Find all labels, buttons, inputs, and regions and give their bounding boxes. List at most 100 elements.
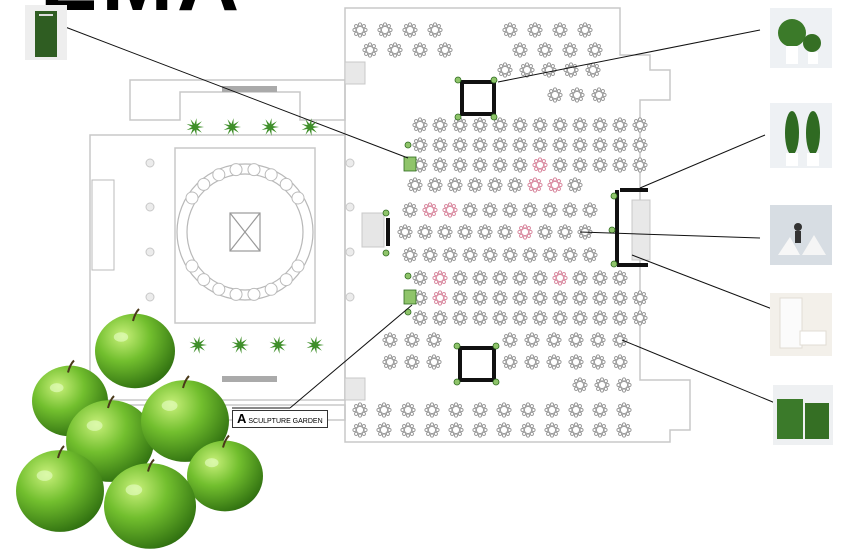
leader-lines [59,24,781,409]
thumb-topiary-cones [770,103,832,168]
round-table [424,402,440,418]
round-table [612,117,628,133]
round-table [496,402,512,418]
round-table [572,117,588,133]
round-table [432,157,448,173]
chair [291,191,305,205]
round-table [492,290,508,306]
round-table [532,290,548,306]
chair [279,177,293,191]
round-table [432,290,448,306]
lounge-chairs-icon [770,205,832,265]
round-table [527,22,543,38]
topiary-balls-icon [770,8,832,68]
round-table [497,224,513,240]
apple [95,308,175,389]
wall-block-1 [344,61,366,85]
round-table [544,422,560,438]
round-table [492,270,508,286]
round-table [568,402,584,418]
chair [247,163,261,177]
round-table [541,62,557,78]
round-table [412,117,428,133]
round-table [412,310,428,326]
round-table [452,157,468,173]
round-table [616,377,632,393]
round-table [467,177,483,193]
round-table [632,157,648,173]
round-table [492,310,508,326]
round-table [448,422,464,438]
agave-plant [189,336,207,354]
round-table [587,42,603,58]
apple [187,434,263,512]
round-table [412,270,428,286]
round-table [502,332,518,348]
round-table [377,22,393,38]
round-table [352,402,368,418]
round-table [592,157,608,173]
round-table [544,402,560,418]
round-table [552,137,568,153]
round-table [568,354,584,370]
agave-plant [231,336,249,354]
round-table [472,157,488,173]
round-table [569,87,585,103]
round-table [612,137,628,153]
round-table [487,177,503,193]
round-table [402,22,418,38]
round-table [612,332,628,348]
chair [212,168,226,182]
round-table [532,137,548,153]
round-table [382,332,398,348]
chair-ring [185,163,305,301]
round-table [432,310,448,326]
round-table [632,117,648,133]
round-table [592,117,608,133]
agave-plant [306,336,324,354]
round-table [512,157,528,173]
apple [16,445,104,532]
round-table [568,332,584,348]
round-table [472,290,488,306]
round-table [592,137,608,153]
wall-block-3 [344,377,366,401]
round-table [585,62,601,78]
round-table [590,332,606,348]
hedge-blocks-icon [773,385,833,445]
round-table [422,247,438,263]
round-table [590,354,606,370]
round-table [532,157,548,173]
round-table [452,270,468,286]
round-table [612,310,628,326]
round-table [512,290,528,306]
round-table [577,224,593,240]
round-table [552,290,568,306]
black-frames [386,80,648,382]
agave-plant [186,118,204,136]
round-table [552,310,568,326]
thumb-white-lounge [770,205,832,265]
left-wing-pillars [145,158,355,302]
round-table [517,224,533,240]
round-table [562,42,578,58]
round-table [612,157,628,173]
round-table [492,157,508,173]
round-table [592,270,608,286]
round-table [591,87,607,103]
round-table [442,247,458,263]
round-table [567,177,583,193]
round-table [417,224,433,240]
round-table [537,224,553,240]
agave-plant [261,118,279,136]
thumb-hedge-blocks [773,385,833,445]
round-table [524,354,540,370]
round-table [552,157,568,173]
round-table [477,224,493,240]
round-table [432,270,448,286]
round-table [402,202,418,218]
round-table [562,202,578,218]
round-table [512,310,528,326]
round-table [552,22,568,38]
